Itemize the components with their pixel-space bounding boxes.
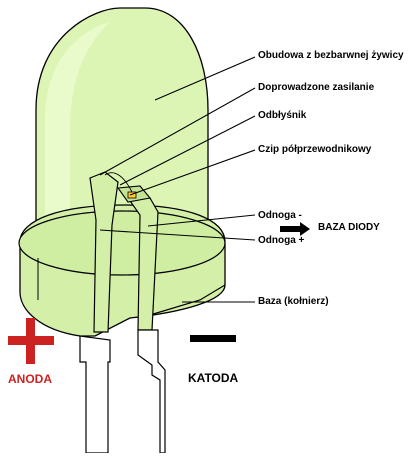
leader-reflector xyxy=(119,115,256,186)
leader-housing xyxy=(154,56,256,101)
label-reflector: Odbłyśnik xyxy=(258,110,307,121)
leader-leg-plus xyxy=(99,229,256,241)
bond-wire xyxy=(104,172,133,193)
leader-power xyxy=(99,87,256,176)
minus-sign xyxy=(190,335,236,342)
arrow-to-base-label xyxy=(280,222,310,236)
label-leg-minus: Odnoga - xyxy=(258,210,302,221)
leader-leg-minus xyxy=(147,214,256,227)
cathode-leg xyxy=(137,329,166,454)
plus-vertical xyxy=(26,318,35,364)
label-chip: Czip półprzewodnikowy xyxy=(258,144,372,155)
label-anode: ANODA xyxy=(8,372,52,386)
label-cathode: KATODA xyxy=(188,371,239,385)
label-housing: Obudowa z bezbarwnej żywicy xyxy=(258,50,404,61)
leader-chip xyxy=(129,149,256,196)
label-power-leads: Doprowadzone zasilanie xyxy=(258,82,375,93)
dome-highlight xyxy=(45,22,110,220)
flange-flat-edge xyxy=(149,284,226,316)
label-leg-plus: Odnoga + xyxy=(258,235,305,246)
anode-leg xyxy=(79,335,111,454)
flange-top-ellipse xyxy=(18,210,226,276)
label-base-flange: Baza (kołnierz) xyxy=(258,296,329,307)
label-diode-base: BAZA DIODY xyxy=(318,222,380,233)
